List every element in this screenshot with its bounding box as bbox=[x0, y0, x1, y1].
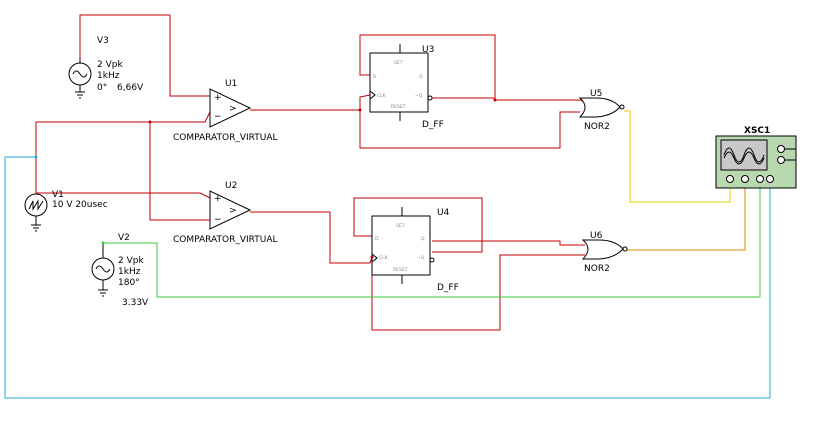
v1-spec: 10 V 20usec bbox=[52, 200, 108, 210]
u4-qbar-bubble bbox=[429, 257, 435, 263]
v2-offset: 3.33V bbox=[122, 298, 149, 308]
wire-u6-to-scope bbox=[624, 182, 746, 251]
scope-channel-c-terminal[interactable] bbox=[756, 175, 764, 183]
u2-gt-glyph: > bbox=[229, 206, 237, 216]
d-flip-flop-icon bbox=[371, 215, 431, 276]
u1-gt-glyph: > bbox=[229, 104, 237, 114]
u3-ref: U3 bbox=[422, 45, 434, 55]
u6-type: NOR2 bbox=[584, 264, 610, 274]
u3-clk-pin: CLK bbox=[377, 93, 387, 99]
u6-ref: U6 bbox=[590, 231, 603, 241]
comparator-u2[interactable]: + − > U2 COMPARATOR_VIRTUAL bbox=[173, 181, 278, 245]
u2-minus-pin: − bbox=[214, 215, 222, 225]
scope-trace-2 bbox=[723, 151, 765, 165]
nor-gate-u5[interactable]: U5 NOR2 bbox=[578, 89, 625, 132]
source-v3[interactable]: V3 2 Vpk 1kHz 0° 6,66V bbox=[68, 36, 144, 99]
nor-gate-icon bbox=[578, 97, 621, 118]
wire-u5-to-scope bbox=[624, 110, 731, 203]
v2-name: V2 bbox=[118, 233, 130, 243]
u2-type: COMPARATOR_VIRTUAL bbox=[173, 235, 278, 245]
v3-phase: 0° bbox=[97, 83, 107, 93]
u4-clk-pin: CLK bbox=[379, 255, 389, 261]
wire-u4-q-to-u6 bbox=[432, 240, 585, 246]
flipflop-u4[interactable]: SET D Q CLK ~Q RESET U4 D_FF bbox=[371, 207, 459, 293]
sine-wave-glyph bbox=[95, 265, 111, 273]
wire-v2-to-scope bbox=[103, 182, 761, 298]
u4-set-pin: SET bbox=[396, 223, 405, 229]
comparator-icon bbox=[209, 190, 252, 230]
u3-qbar-bubble bbox=[427, 95, 433, 101]
wire-v3-to-u1 bbox=[79, 14, 210, 97]
u1-minus-pin: − bbox=[214, 112, 222, 122]
xsc1-ref: XSC1 bbox=[744, 126, 770, 136]
u3-set-pin: SET bbox=[394, 60, 403, 66]
v3-name: V3 bbox=[97, 36, 109, 46]
v2-amplitude: 2 Vpk bbox=[118, 256, 144, 266]
v3-frequency: 1kHz bbox=[97, 71, 120, 81]
wire-u1-to-u3 bbox=[250, 94, 371, 111]
u3-type: D_FF bbox=[422, 120, 444, 130]
wire-ramp-to-u1 bbox=[150, 111, 211, 123]
source-v1[interactable]: V1 10 V 20usec bbox=[24, 190, 108, 232]
u4-ref: U4 bbox=[437, 208, 450, 218]
d-flip-flop-icon bbox=[369, 52, 429, 113]
junction-dots bbox=[34, 98, 497, 259]
u1-type: COMPARATOR_VIRTUAL bbox=[173, 133, 278, 143]
v2-frequency: 1kHz bbox=[118, 267, 141, 277]
wire-v1-to-scope bbox=[4, 156, 771, 399]
wire-ramp-to-u2 bbox=[36, 192, 211, 199]
scope-ext-trigger-terminal[interactable] bbox=[777, 145, 785, 153]
u5-type: NOR2 bbox=[584, 122, 610, 132]
u3-reset-pin: RESET bbox=[391, 104, 406, 110]
wire-u2-to-u4 bbox=[250, 211, 373, 264]
comparator-u1[interactable]: + − > U1 COMPARATOR_VIRTUAL bbox=[173, 79, 278, 143]
ground-icon bbox=[98, 289, 108, 297]
u4-clock-triangle bbox=[371, 253, 378, 263]
flipflop-u3[interactable]: SET D Q CLK ~Q RESET U3 D_FF bbox=[369, 44, 444, 130]
comparator-icon bbox=[209, 88, 252, 128]
sine-wave-glyph bbox=[72, 70, 88, 78]
scope-channel-d-terminal[interactable] bbox=[766, 175, 774, 183]
scope-trace bbox=[723, 147, 765, 163]
sawtooth-glyph bbox=[28, 199, 44, 211]
v3-offset: 6,66V bbox=[117, 83, 144, 93]
scope-ground-terminal[interactable] bbox=[777, 156, 785, 164]
u1-ref: U1 bbox=[225, 79, 237, 89]
u4-d-pin: D bbox=[375, 236, 379, 242]
u2-ref: U2 bbox=[225, 181, 237, 191]
u6-output-bubble bbox=[622, 246, 628, 252]
u3-q-pin: Q bbox=[419, 74, 423, 80]
v2-phase: 180° bbox=[118, 278, 140, 288]
u1-plus-pin: + bbox=[214, 93, 222, 103]
u2-plus-pin: + bbox=[214, 194, 222, 204]
oscilloscope-xsc1[interactable]: XSC1 bbox=[715, 126, 797, 189]
wires bbox=[4, 14, 771, 399]
scope-channel-a-terminal[interactable] bbox=[726, 175, 734, 183]
wire-u2-to-u6 bbox=[371, 254, 585, 331]
u4-q-pin: Q bbox=[421, 236, 425, 242]
u3-clock-triangle bbox=[369, 90, 376, 100]
u4-reset-pin: RESET bbox=[393, 267, 408, 273]
ground-icon bbox=[75, 91, 85, 99]
wire-u3-qbar-to-u5 bbox=[428, 97, 589, 104]
u3-qbar-pin: ~Q bbox=[415, 93, 423, 99]
scope-channel-b-terminal[interactable] bbox=[741, 175, 749, 183]
u4-type: D_FF bbox=[437, 283, 459, 293]
wire-u3-d-feedback bbox=[359, 34, 496, 100]
nor-gate-icon bbox=[581, 239, 624, 260]
v1-name: V1 bbox=[52, 190, 64, 200]
u4-qbar-pin: ~Q bbox=[417, 255, 425, 261]
v3-amplitude: 2 Vpk bbox=[97, 60, 123, 70]
wire-u4-d-feedback bbox=[353, 197, 483, 253]
wire-u1-to-u5 bbox=[359, 110, 580, 149]
u5-ref: U5 bbox=[590, 89, 602, 99]
u3-d-pin: D bbox=[373, 74, 377, 80]
source-v2[interactable]: V2 2 Vpk 1kHz 180° 3.33V bbox=[91, 233, 149, 308]
ground-icon bbox=[31, 224, 41, 232]
red-nets bbox=[35, 14, 589, 331]
u5-output-bubble bbox=[619, 104, 625, 110]
nor-gate-u6[interactable]: U6 NOR2 bbox=[581, 231, 628, 274]
